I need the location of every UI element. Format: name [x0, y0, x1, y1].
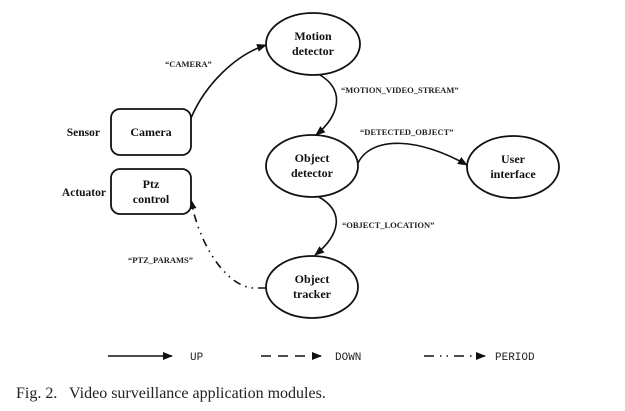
node-object-detector: Object detector [265, 134, 359, 198]
object-detector-ellipse [265, 134, 359, 198]
ptz-label-line1: Ptz [143, 177, 160, 191]
edge-label-detected-object: “DETECTED_OBJECT” [360, 127, 454, 137]
legend-label-period: PERIOD [495, 352, 535, 364]
object-tracker-label-line2: tracker [293, 287, 332, 301]
node-ptz-control: Ptz control [110, 168, 192, 215]
legend-item-period: PERIOD [424, 352, 535, 364]
edge-object-tracker-to-ptz: “PTZ_PARAMS” [128, 199, 266, 289]
legend-item-down: DOWN [261, 352, 361, 364]
edge-line [357, 142, 468, 166]
edge-label-camera: “CAMERA” [165, 59, 212, 69]
user-interface-ellipse [466, 135, 560, 199]
object-detector-label-line1: Object [295, 151, 330, 165]
motion-ellipse [265, 12, 361, 76]
edge-line [188, 199, 266, 289]
actuator-label: Actuator [62, 187, 106, 199]
edge-label-motion-video-stream: “MOTION_VIDEO_STREAM” [341, 85, 459, 95]
edge-camera-to-motion: “CAMERA” [165, 43, 267, 119]
edge-line [314, 196, 337, 256]
node-object-tracker: Object tracker [265, 255, 359, 319]
edge-line [190, 43, 267, 119]
motion-label-line2: detector [292, 44, 335, 58]
legend-item-up: UP [108, 352, 204, 364]
edge-object-detector-to-object-tracker: “OBJECT_LOCATION” [314, 196, 434, 256]
figure-caption: Fig. 2. Video surveillance application m… [16, 385, 326, 402]
camera-box [110, 108, 192, 156]
edge-label-object-location: “OBJECT_LOCATION” [342, 220, 434, 230]
ptz-box [110, 168, 192, 215]
legend-label-down: DOWN [335, 352, 361, 364]
user-interface-label-line1: User [501, 152, 526, 166]
edge-label-ptz-params: “PTZ_PARAMS” [128, 255, 193, 265]
legend: UP DOWN PERIOD [108, 352, 535, 364]
sensor-label: Sensor [67, 127, 100, 139]
edge-line [315, 74, 338, 136]
node-motion-detector: Motion detector [265, 12, 361, 76]
ptz-label-line2: control [133, 192, 170, 206]
node-user-interface: User interface [466, 135, 560, 199]
legend-label-up: UP [190, 352, 204, 364]
edge-object-detector-to-user-interface: “DETECTED_OBJECT” [357, 127, 468, 166]
camera-label: Camera [130, 125, 171, 139]
node-camera: Camera [110, 108, 192, 156]
object-tracker-ellipse [265, 255, 359, 319]
motion-label-line1: Motion [294, 29, 332, 43]
edge-motion-to-object-detector: “MOTION_VIDEO_STREAM” [315, 74, 459, 136]
object-tracker-label-line1: Object [295, 272, 330, 286]
user-interface-label-line2: interface [490, 167, 536, 181]
object-detector-label-line2: detector [291, 166, 334, 180]
